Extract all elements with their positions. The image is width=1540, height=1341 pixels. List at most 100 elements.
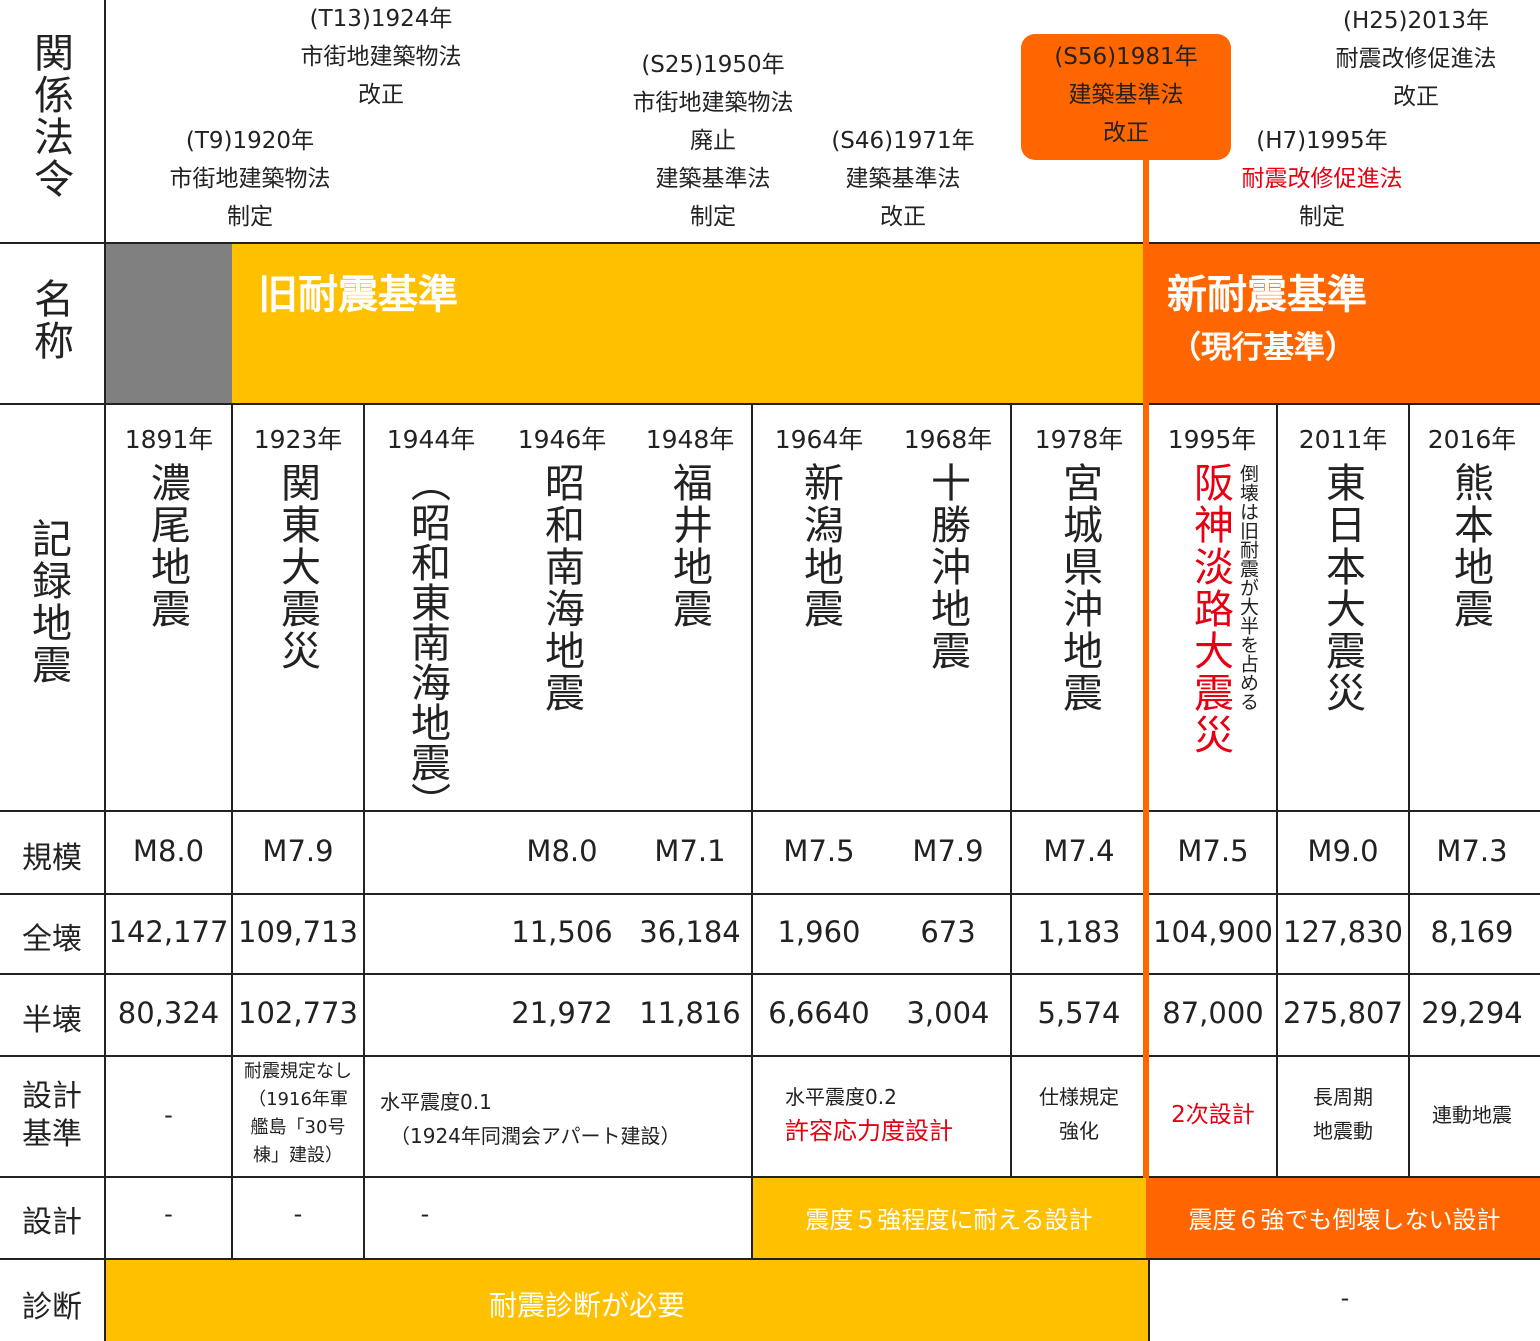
law-s56-year: (S56)1981年 — [1054, 44, 1198, 70]
law-s25-year: (S25)1950年 — [641, 52, 785, 78]
design-standard-c3-l1: 水平震度0.1 — [380, 1090, 492, 1114]
quake-year: 1964年 — [774, 425, 864, 454]
law-h25: (H25)2013年 耐震改修促進法 改正 — [1311, 2, 1521, 116]
column-divider — [1148, 1258, 1150, 1341]
quake-name: 東日本大震災 — [1319, 462, 1365, 714]
new-standard-note: （現行基準） — [1170, 330, 1356, 366]
design-standard-2011: 長周期 地震動 — [1278, 1080, 1408, 1148]
label-column-divider — [104, 0, 106, 1341]
design-standard-c4-l1: 水平震度0.2 — [785, 1085, 897, 1109]
law-h25-line2: 改正 — [1393, 84, 1439, 110]
total-cell: 142,177 — [108, 915, 229, 949]
half-cell: 80,324 — [117, 996, 220, 1030]
quake-year: 2011年 — [1298, 425, 1388, 454]
column-divider — [1276, 403, 1278, 1176]
design-standard-c7-l2: 地震動 — [1313, 1119, 1373, 1143]
law-s25-line3: 建築基準法 — [655, 166, 771, 192]
row-label-design: 設計 — [22, 1205, 82, 1240]
pre-period-fill — [106, 244, 232, 404]
row-label-laws: 関係法令 — [27, 32, 73, 200]
row-divider — [0, 403, 1540, 405]
scale-cell: M9.0 — [1307, 834, 1379, 868]
design-standard-c7-l1: 長周期 — [1313, 1085, 1373, 1109]
law-s56-line1: 建築基準法 — [1068, 82, 1184, 108]
column-divider — [363, 403, 365, 1258]
design-standard-1923-l2: （1916年軍 — [248, 1089, 348, 1110]
row-label-scale: 規模 — [22, 841, 82, 876]
design-standard-c5-l2: 強化 — [1059, 1119, 1099, 1143]
design-new-band: 震度６強でも倒壊しない設計 — [1188, 1206, 1501, 1234]
quake-year: 1944年 — [386, 425, 476, 454]
new-design-fill — [1146, 1177, 1540, 1258]
column-divider — [1408, 403, 1410, 1176]
old-design-fill — [752, 1177, 1146, 1258]
law-s25-line1: 市街地建築物法 — [632, 90, 794, 116]
row-divider — [0, 810, 1540, 812]
total-cell: 8,169 — [1430, 915, 1514, 949]
design-standard-1923-l1: 耐震規定なし — [244, 1061, 352, 1082]
quake-name: 福井地震 — [666, 462, 712, 630]
design-standard-c4-l2: 許容応力度設計 — [785, 1117, 953, 1145]
scale-cell: M7.5 — [1177, 834, 1249, 868]
design-standard-1923: 耐震規定なし （1916年軍 艦島「30号 棟」建設） — [233, 1058, 363, 1170]
total-cell: 1,183 — [1037, 915, 1121, 949]
total-cell: 673 — [920, 915, 976, 949]
law-s46-line1: 建築基準法 — [845, 166, 961, 192]
half-cell: 275,807 — [1283, 996, 1403, 1030]
quake-name: 宮城県沖地震 — [1056, 462, 1102, 714]
row-divider — [0, 1055, 1540, 1057]
row-label-half-collapse: 半壊 — [22, 1003, 82, 1038]
total-cell: 1,960 — [777, 915, 861, 949]
half-cell: 29,294 — [1421, 996, 1523, 1030]
design-standard-1995: 2次設計 — [1171, 1102, 1255, 1128]
row-divider — [0, 1176, 1540, 1178]
design-standard-2016: 連動地震 — [1432, 1103, 1512, 1127]
design-old-band: 震度５強程度に耐える設計 — [805, 1206, 1093, 1234]
quake-name: 濃尾地震 — [144, 462, 190, 630]
law-t9-line2: 制定 — [227, 204, 273, 230]
s56-marker-line — [1143, 150, 1149, 1178]
law-h25-line1: 耐震改修促進法 — [1335, 46, 1497, 72]
scale-cell: M8.0 — [526, 834, 598, 868]
total-cell: 127,830 — [1283, 915, 1403, 949]
law-s46-line2: 改正 — [880, 204, 926, 230]
law-s56-callout: (S56)1981年 建築基準法 改正 — [1021, 34, 1231, 160]
diagnosis-required-fill — [106, 1260, 1148, 1341]
law-t9: (T9)1920年 市街地建築物法 制定 — [150, 122, 350, 236]
law-s56-line2: 改正 — [1103, 120, 1149, 146]
row-divider — [0, 242, 1540, 244]
design-standard-1923-l4: 棟」建設） — [253, 1145, 343, 1166]
old-standard-title: 旧耐震基準 — [258, 272, 458, 318]
law-t13-year: (T13)1924年 — [309, 6, 453, 32]
quake-year: 1946年 — [517, 425, 607, 454]
half-cell: 5,574 — [1037, 996, 1121, 1030]
law-h7-year: (H7)1995年 — [1256, 128, 1388, 154]
law-t9-line1: 市街地建築物法 — [169, 166, 331, 192]
quake-name: 新潟地震 — [797, 462, 843, 630]
scale-cell: M8.0 — [132, 834, 205, 868]
half-cell: 102,773 — [238, 996, 358, 1030]
scale-cell: M7.1 — [654, 834, 726, 868]
quake-year: 1948年 — [645, 425, 735, 454]
quake-name: （昭和東南海地震） — [404, 462, 450, 822]
scale-cell: M7.3 — [1436, 834, 1508, 868]
scale-cell: M7.4 — [1043, 834, 1115, 868]
new-standard-title: 新耐震基準 — [1167, 272, 1367, 318]
quake-name: 関東大震災 — [274, 462, 320, 672]
law-s46-year: (S46)1971年 — [831, 128, 975, 154]
row-label-name: 名称 — [27, 278, 73, 362]
law-s46: (S46)1971年 建築基準法 改正 — [803, 122, 1003, 236]
quake-year: 1891年 — [124, 425, 214, 454]
half-cell: 21,972 — [511, 996, 613, 1030]
row-label-earthquakes: 記録地震 — [25, 518, 71, 686]
row-divider — [0, 973, 1540, 975]
row-label-design-standard-text: 設計基準 — [22, 1079, 82, 1152]
design-standard-1891: - — [164, 1101, 173, 1129]
law-t13: (T13)1924年 市街地建築物法 改正 — [281, 0, 481, 114]
quake-name-highlight: 阪神淡路大震災 — [1187, 462, 1233, 756]
law-h25-year: (H25)2013年 — [1342, 8, 1490, 34]
design-standard-c3-l2: （1924年同潤会アパート建設） — [390, 1124, 681, 1148]
diagnosis-required: 耐震診断が必要 — [488, 1289, 685, 1322]
total-cell: 104,900 — [1153, 915, 1273, 949]
old-standard-fill — [232, 244, 1146, 404]
